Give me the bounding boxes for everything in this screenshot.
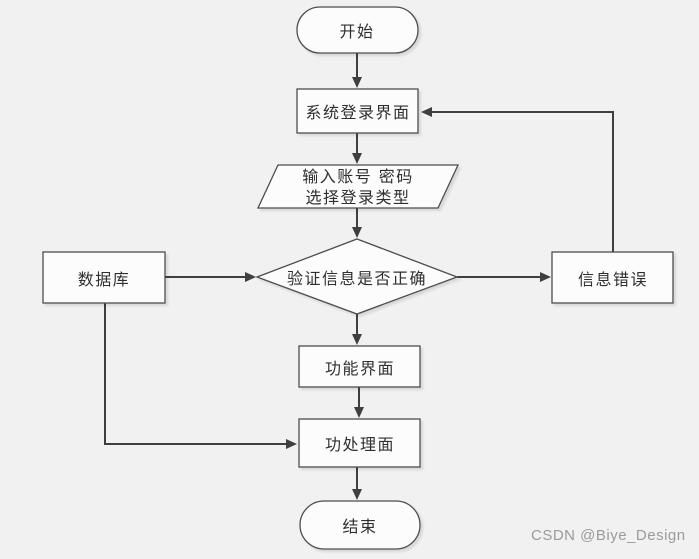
input-node-line1: 输入账号 密码	[302, 167, 414, 186]
connector-process-end	[352, 467, 362, 500]
connector-verify-error	[457, 272, 551, 282]
connector-login-input	[352, 133, 362, 164]
function-shape	[298, 345, 421, 388]
connector-database-verify	[165, 272, 256, 282]
connector-start-login	[352, 53, 362, 88]
error-shape	[551, 251, 674, 304]
end-node-label: 结束	[342, 517, 378, 536]
connector-verify-function	[352, 314, 362, 345]
connector-database-process	[104, 303, 297, 449]
connector-function-process	[354, 387, 364, 418]
database-shape	[42, 251, 166, 304]
function-node-label: 功能界面	[324, 359, 396, 378]
start-node-label: 开始	[339, 22, 375, 41]
login-shape	[296, 88, 419, 134]
error-node-label: 信息错误	[577, 270, 649, 289]
start-shape	[296, 6, 419, 54]
connector-input-verify	[352, 208, 362, 238]
connector-error-login	[421, 107, 614, 252]
verify-node-label: 验证信息是否正确	[286, 269, 428, 288]
verify-shape	[255, 238, 459, 315]
database-node-label: 数据库	[77, 270, 131, 289]
csdn-watermark: CSDN @Biye_Design	[531, 527, 686, 544]
process-node-label: 功处理面	[324, 435, 396, 454]
process-shape	[298, 418, 421, 468]
input-shape	[256, 164, 460, 209]
end-shape	[299, 500, 421, 550]
login-node-label: 系统登录界面	[305, 103, 411, 122]
input-node-label: 输入账号 密码 选择登录类型	[302, 166, 414, 208]
input-node-line2: 选择登录类型	[305, 188, 411, 207]
